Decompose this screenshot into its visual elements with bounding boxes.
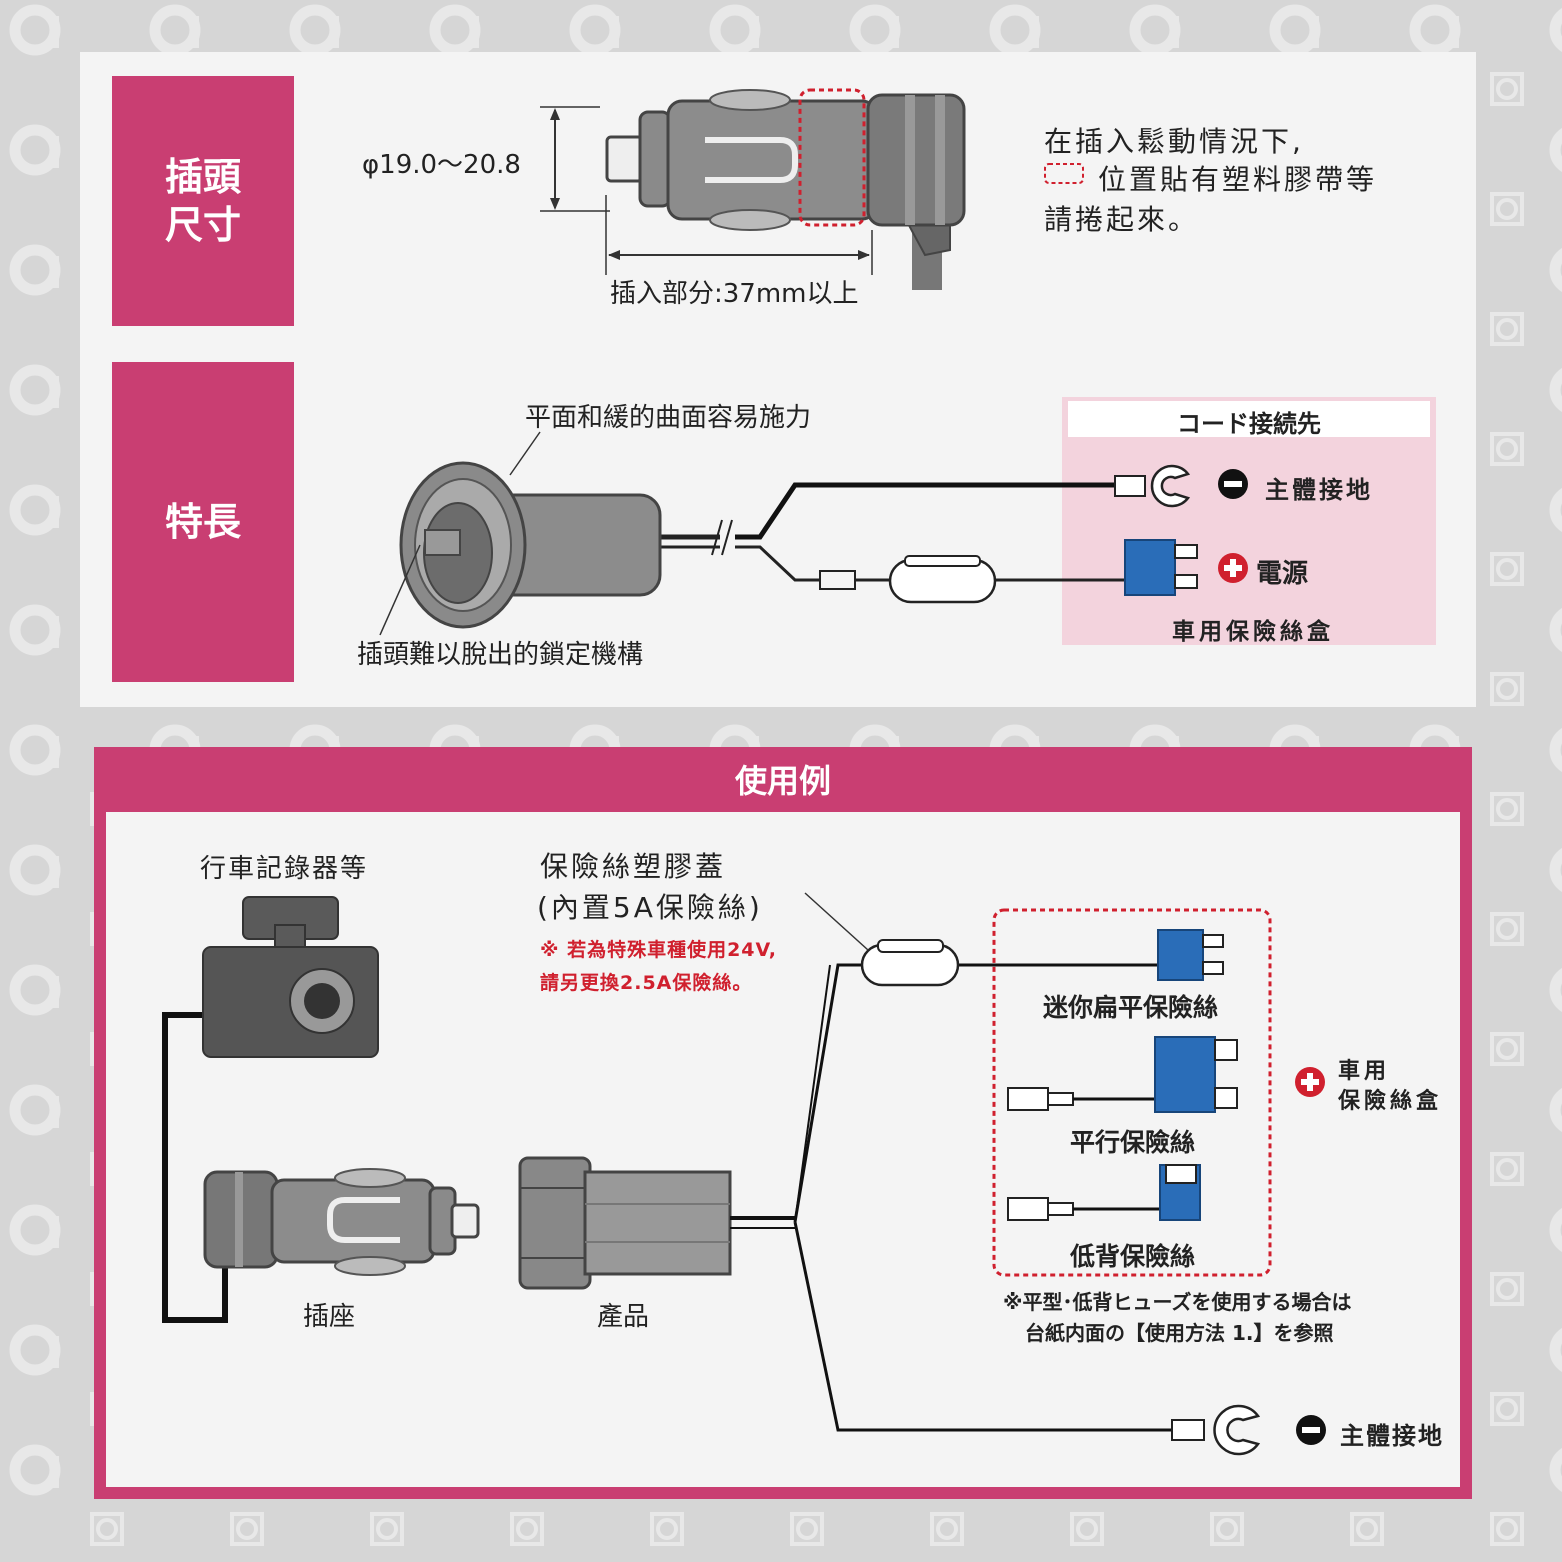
mini-fuse-label: 迷你扁平保險絲	[1043, 993, 1219, 1022]
loose-note-line2: 位置貼有塑料膠帶等	[1098, 163, 1378, 196]
low-fuse-label: 低背保險絲	[1070, 1242, 1196, 1271]
usage-title: 使用例	[734, 762, 831, 800]
diameter-label: φ19.0〜20.8	[362, 150, 521, 180]
fuse-box-line1: 車用	[1338, 1059, 1391, 1084]
features-tag-label: 特長	[164, 500, 241, 544]
lock-mechanism-label: 插頭難以脫出的鎖定機構	[357, 640, 644, 670]
features-drawing	[379, 397, 1436, 645]
plug-side-drawing	[540, 88, 966, 290]
fuse-cap-line2: (內置5A保險絲)	[537, 891, 763, 924]
socket-label: 插座	[303, 1302, 356, 1332]
warning-line1: ※ 若為特殊車種使用24V,	[540, 939, 777, 961]
insert-length-label: 插入部分:37mm以上	[610, 279, 859, 309]
flat-surface-label: 平面和緩的曲面容易施力	[525, 403, 812, 433]
usage-note-line1: ※平型･低背ヒューズを使用する場合は	[1003, 1290, 1352, 1314]
loose-note-line1: 在插入鬆動情況下,	[1044, 125, 1304, 158]
fuse-box-label: 車用保險絲盒	[1172, 619, 1334, 645]
recorder-label: 行車記錄器等	[200, 854, 369, 884]
loose-note-line3: 請捲起來。	[1044, 203, 1200, 236]
usage-note-line2: 台紙内面の【使用方法 1.】を参照	[1025, 1321, 1334, 1345]
fuse-box-line2: 保險絲盒	[1338, 1089, 1443, 1114]
usage-ground-label: 主體接地	[1340, 1422, 1444, 1450]
ground-label: 主體接地	[1265, 476, 1373, 504]
dotted-box-icon	[1044, 163, 1084, 184]
product-label: 產品	[597, 1302, 650, 1332]
plug-size-tag-line1: 插頭	[164, 155, 241, 199]
plug-size-tag: 插頭尺寸	[112, 76, 294, 326]
warning-line2: 請另更換2.5A保險絲。	[540, 972, 753, 994]
power-label: 電源	[1256, 559, 1309, 589]
features-tag: 特長	[112, 362, 294, 682]
fuse-cap-line1: 保險絲塑膠蓋	[540, 850, 727, 883]
plug-size-tag-line2: 尺寸	[164, 203, 241, 247]
connect-title: コード接続先	[1177, 410, 1321, 438]
parallel-fuse-label: 平行保險絲	[1070, 1128, 1196, 1157]
